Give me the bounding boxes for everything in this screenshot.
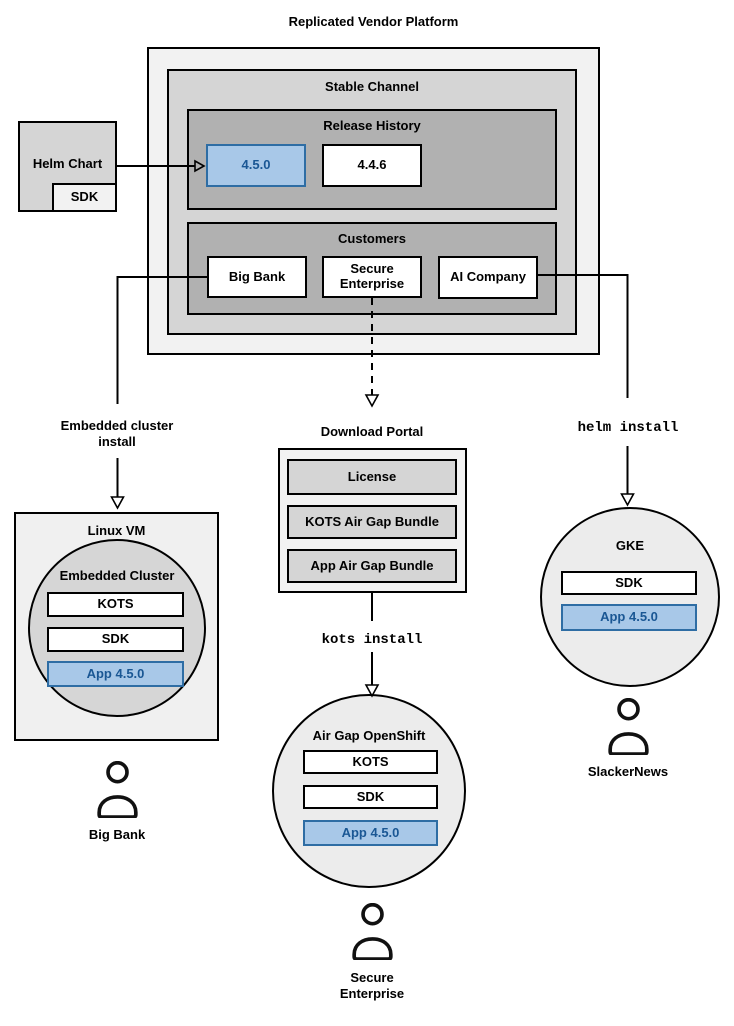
gke-app-node: App 4.5.0 bbox=[561, 604, 697, 631]
kots-install-label: kots install bbox=[321, 632, 423, 648]
embedded-install-label: Embedded cluster install bbox=[37, 418, 197, 449]
stable-channel-title: Stable Channel bbox=[325, 79, 419, 94]
slackernews-user-icon bbox=[608, 698, 649, 755]
gke-title: GKE bbox=[615, 538, 645, 553]
customer-node-secure-enterprise: Secure Enterprise bbox=[322, 256, 422, 298]
embedded-cluster-kots-node: KOTS bbox=[47, 592, 184, 617]
download-portal-item-license: License bbox=[287, 459, 457, 495]
helm-chart-label: Helm Chart bbox=[32, 156, 103, 171]
release-history-title: Release History bbox=[323, 118, 421, 133]
embedded-cluster-app-node: App 4.5.0 bbox=[47, 661, 184, 687]
secure-enterprise-user-icon bbox=[352, 903, 393, 960]
air-gap-openshift-title: Air Gap OpenShift bbox=[312, 728, 426, 743]
linux-vm-title: Linux VM bbox=[87, 523, 146, 538]
secure-enterprise-user-label: Secure Enterprise bbox=[339, 970, 405, 1001]
gke-circle bbox=[540, 507, 720, 687]
download-portal-item-app-bundle: App Air Gap Bundle bbox=[287, 549, 457, 583]
release-node-previous: 4.4.6 bbox=[322, 144, 422, 187]
release-node-current: 4.5.0 bbox=[206, 144, 306, 187]
customers-title: Customers bbox=[338, 231, 406, 246]
helm-install-label: helm install bbox=[577, 420, 679, 436]
slackernews-user-label: SlackerNews bbox=[587, 764, 669, 779]
embedded-cluster-sdk-node: SDK bbox=[47, 627, 184, 652]
openshift-kots-node: KOTS bbox=[303, 750, 438, 774]
openshift-app-node: App 4.5.0 bbox=[303, 820, 438, 846]
openshift-sdk-node: SDK bbox=[303, 785, 438, 809]
customer-node-ai-company: AI Company bbox=[438, 256, 538, 299]
customer-node-big-bank: Big Bank bbox=[207, 256, 307, 298]
big-bank-user-label: Big Bank bbox=[88, 827, 146, 842]
helm-chart-sdk-node: SDK bbox=[52, 183, 117, 212]
gke-sdk-node: SDK bbox=[561, 571, 697, 595]
download-portal-title: Download Portal bbox=[320, 424, 424, 439]
download-portal-item-kots-bundle: KOTS Air Gap Bundle bbox=[287, 505, 457, 539]
embedded-cluster-title: Embedded Cluster bbox=[59, 568, 175, 583]
embedded-install-label-line2: install bbox=[98, 433, 136, 449]
big-bank-user-icon bbox=[97, 761, 138, 818]
diagram-title: Replicated Vendor Platform bbox=[288, 14, 459, 29]
embedded-install-label-line1: Embedded cluster bbox=[60, 418, 174, 433]
